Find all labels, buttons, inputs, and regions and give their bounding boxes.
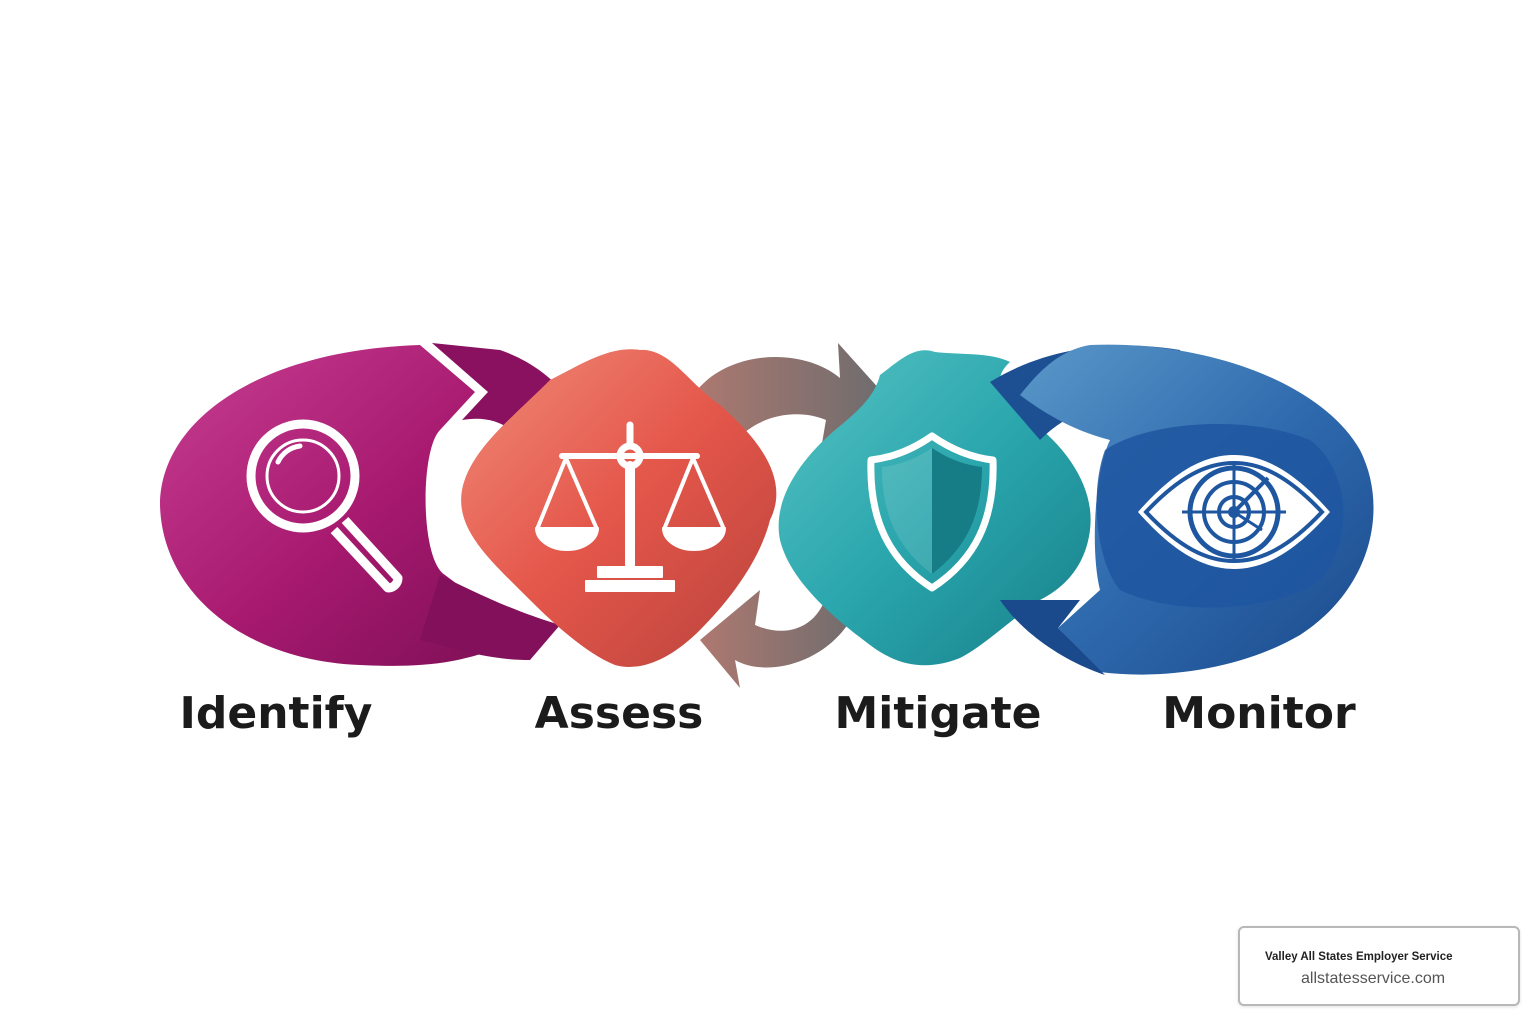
scales-icon: [535, 421, 726, 592]
connector-arrow-bottom: [700, 590, 860, 688]
credit-site-link[interactable]: allstatesservice.com: [1301, 970, 1446, 987]
assess-shape: [461, 349, 777, 667]
magnifying-glass-icon: [246, 419, 403, 593]
step-assess: [461, 349, 777, 667]
credit-company: Valley All States Employer Service: [1265, 951, 1453, 963]
eye-target-icon: [1138, 455, 1330, 569]
step-monitor: [990, 344, 1374, 675]
label-mitigate: Mitigate: [834, 688, 1041, 739]
credit-box: Valley All States Employer Service allst…: [1238, 926, 1520, 1006]
shield-icon: [867, 432, 997, 592]
label-identify: Identify: [180, 688, 373, 739]
label-monitor: Monitor: [1162, 688, 1356, 739]
label-assess: Assess: [535, 688, 704, 739]
step-mitigate: [778, 350, 1091, 666]
